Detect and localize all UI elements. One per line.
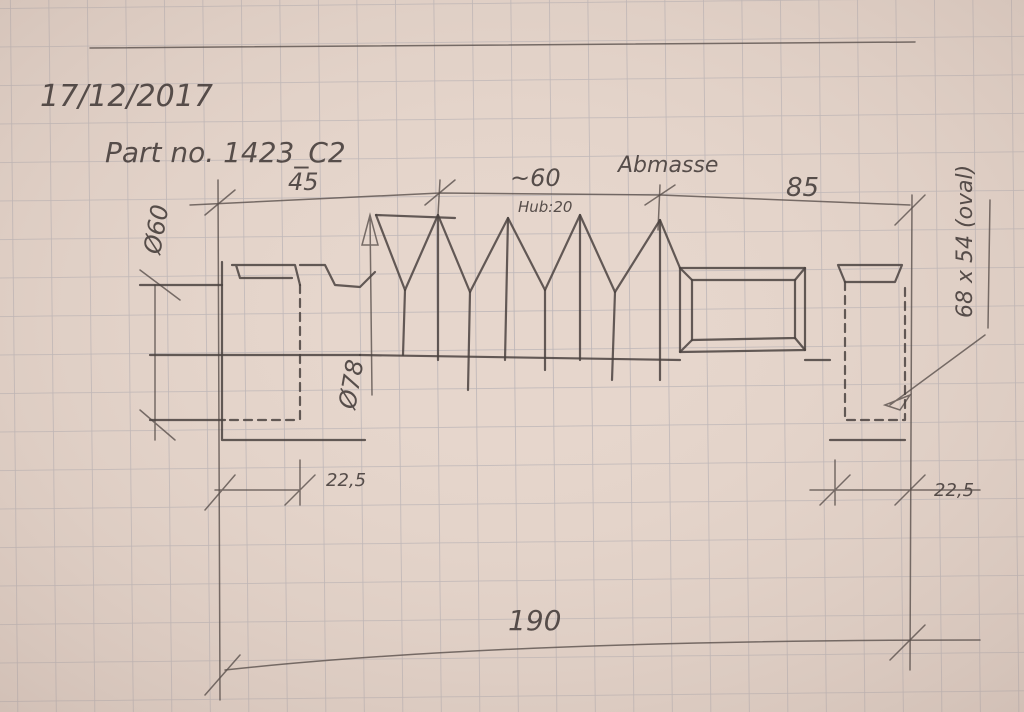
dim-stroke: Hub:20: [518, 198, 572, 216]
dim-left-collar-width: 22,5: [326, 470, 366, 491]
heading-note-text: Abmasse: [616, 153, 718, 178]
dim-right-section-length: 85: [786, 173, 819, 203]
dim-right-oval-opening: 68 x 54 (oval): [953, 165, 978, 318]
dim-bellows-length: ~60: [510, 164, 561, 192]
date-text: 17/12/2017: [40, 79, 213, 114]
dimension-lines: [139, 179, 991, 701]
part-number-text: Part no. 1423_C2: [105, 136, 346, 169]
dim-total-length: 190: [508, 604, 561, 637]
dim-left-section-length: 45: [288, 168, 319, 196]
part-outline: [138, 213, 907, 442]
header-rule-line: [89, 41, 916, 49]
